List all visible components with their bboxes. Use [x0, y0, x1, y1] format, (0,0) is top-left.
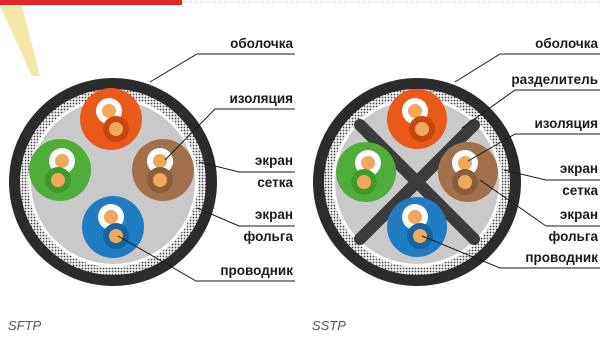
sstp-pair-green — [336, 142, 396, 202]
sstp-label-jacket: оболочка — [535, 36, 598, 51]
sstp-caption: SSTP — [312, 318, 346, 333]
sftp-label-braid-line2: сетка — [257, 175, 293, 190]
sstp-separator — [354, 119, 480, 245]
sftp-label-jacket: оболочка — [230, 36, 293, 51]
sftp-label-foil-line1: экран — [255, 207, 293, 222]
sstp-pair-blue — [387, 197, 447, 257]
sstp-leaders — [421, 53, 600, 269]
sftp-pair-orange — [80, 88, 142, 150]
sftp-label-braid-line1: экран — [255, 153, 293, 168]
sstp-cable — [313, 78, 521, 286]
sftp-cable — [9, 78, 217, 286]
sstp-label-separator: разделитель — [511, 72, 598, 87]
sftp-label-insulation: изоляция — [229, 91, 293, 106]
highlight-beam — [0, 6, 40, 76]
sftp-leaders — [117, 53, 295, 282]
sstp-label-braid-line2: сетка — [562, 183, 598, 198]
sstp-label-foil-line2: фольга — [548, 229, 598, 244]
sftp-caption: SFTP — [8, 318, 42, 333]
sstp-label-foil-line1: экран — [560, 207, 598, 222]
sstp-label-braid-line1: экран — [560, 161, 598, 176]
sftp-pair-brown — [132, 139, 194, 201]
sstp-pair-orange — [387, 89, 447, 149]
sftp-pair-green — [29, 139, 91, 201]
sstp-pair-brown — [438, 142, 498, 202]
sftp-label-foil-line2: фольга — [243, 229, 293, 244]
sstp-label-insulation: изоляция — [534, 116, 598, 131]
sftp-pair-blue — [82, 196, 144, 258]
header-accent-bar — [0, 0, 182, 5]
sstp-label-conductor: проводник — [525, 250, 598, 265]
sftp-label-conductor: проводник — [220, 263, 293, 278]
